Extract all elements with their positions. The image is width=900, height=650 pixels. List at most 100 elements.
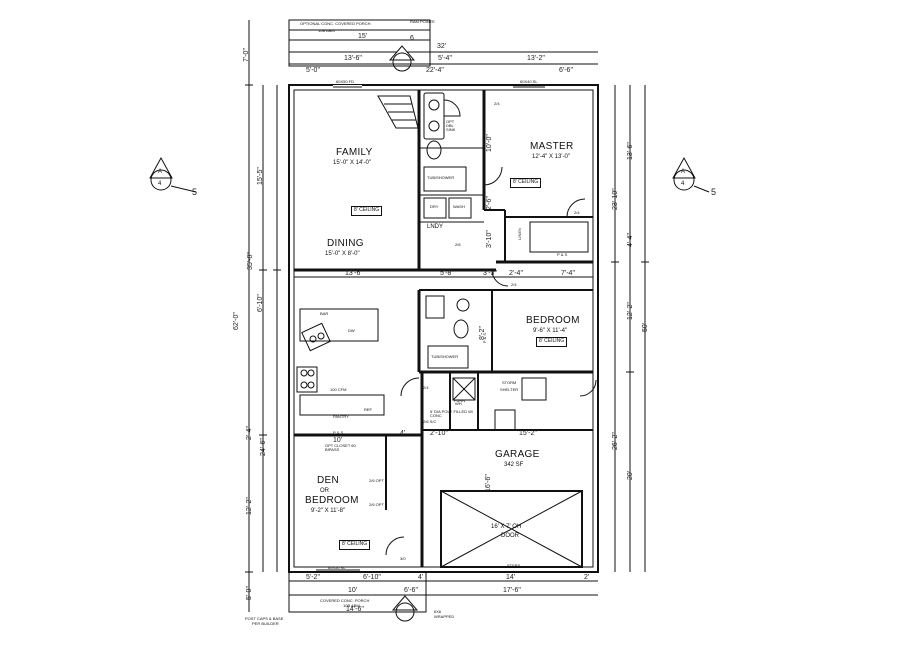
bottom-porch <box>288 571 427 613</box>
garage-door-label: 16' X 7' OH <box>491 524 522 530</box>
dim-mid-l: 2'-6" <box>486 196 493 210</box>
room-dining-size: 15'-0" X 8'-0" <box>325 251 360 257</box>
dim-right-d: 12'-2" <box>627 302 634 320</box>
window-tag-top-left: 60X50 FD <box>336 79 355 84</box>
fixture-linen: LINEN <box>516 228 522 240</box>
dim-left-g: 24'-6" <box>260 438 267 456</box>
dim-left-b: 15'-5" <box>257 167 264 185</box>
room-family: FAMILY <box>336 147 373 158</box>
fixture-cfm: 100 CFM <box>330 387 347 392</box>
section-left-letter: A <box>158 169 163 175</box>
fixture-tub-1: TUB/SHOWER <box>427 175 455 180</box>
fixture-bar: BAR <box>320 311 329 316</box>
room-garage-size: 342 SF <box>504 462 524 468</box>
door-28: 2/6 S/C <box>423 419 437 424</box>
dim-mid-d: 2'-4" <box>509 270 523 277</box>
dim-mid-j: 10'-0" <box>486 134 493 152</box>
section-marker-bottom <box>391 595 419 622</box>
dim-right-e: 50' <box>642 322 649 332</box>
dim-left-c: 35'-8" <box>247 252 254 270</box>
room-pantry: PANTRY <box>333 414 349 419</box>
door-24-b: 2/4 <box>574 210 580 215</box>
garage-steps: STEPS <box>507 563 521 568</box>
dim-right-c: 4'-4" <box>627 233 634 247</box>
fixture-wh: WH <box>455 401 462 406</box>
dim-bottom-i: 6'-6" <box>404 587 418 594</box>
dim-mid-a: 13'-6" <box>345 270 363 277</box>
dim-bottom-d: 14' <box>506 574 516 581</box>
dim-mid-g: 2'-10" <box>430 430 448 437</box>
fixture-opt-sink: OPT DBL SINK <box>446 119 456 132</box>
dim-mid-c: 3'-3" <box>483 270 497 277</box>
bottom-porch-note-1: POST CAPS & BASE <box>245 616 284 621</box>
dim-mid-h: 4' <box>400 430 406 437</box>
fixture-shelf-note: 5' DIA POLE FILLED W/ CONC <box>430 409 473 418</box>
fixture-opt-closet: OPT CLOSET 60 BIPASS <box>325 443 356 452</box>
dim-left-i: 5'-0" <box>246 586 253 600</box>
dim-bottom-b: 6'-10" <box>363 574 381 581</box>
dim-left-h: 12'-2" <box>246 497 253 515</box>
master-ceiling: 8' CEILING <box>510 178 542 188</box>
dim-top-f: 6'-6" <box>559 67 573 74</box>
bottom-porch-note-4: WRAPPED <box>434 614 455 619</box>
door-24-d: 2/4 <box>423 385 429 390</box>
dim-mid-i: 15'-2" <box>519 430 537 437</box>
dim-mid-k: 3'-10" <box>486 230 493 248</box>
room-master-size: 12'-4" X 13'-0" <box>532 154 570 160</box>
exterior-wall-outer <box>288 84 599 573</box>
dim-left-a: 7'-0" <box>243 48 250 62</box>
window-tag-top-right: 60X40 SL <box>520 79 538 84</box>
dim-right-f: 26'-2" <box>612 432 619 450</box>
fixture-ps-2: P & S <box>557 252 568 257</box>
fixture-dw: DW <box>348 328 355 333</box>
bottom-porch-label: COVERED CONC. PORCH <box>320 598 370 603</box>
dim-bottom-g: 17'-6" <box>503 587 521 594</box>
room-den-bedroom: BEDROOM <box>305 495 359 506</box>
bedroom-ceiling: 8' CEILING <box>536 337 568 347</box>
window-tag-bottom: 60X50 SL <box>328 565 346 570</box>
fixture-tub-2: TUB/SHOWER <box>431 354 459 359</box>
door-26: 2/6 <box>455 242 461 247</box>
dim-top-c: 13'-2" <box>527 55 545 62</box>
storm-shelter-1: STORM <box>502 380 517 385</box>
dim-right-g: 20' <box>627 470 634 480</box>
top-porch-width: 15' <box>358 33 368 40</box>
section-right-letter: A <box>681 169 686 175</box>
top-porch-label: OPTIONAL CONC. COVERED PORCH <box>300 21 371 26</box>
top-stair-dim: 32' <box>437 43 447 50</box>
dim-left-d: 62'-0" <box>233 312 240 330</box>
section-marker-right <box>672 156 710 193</box>
room-den-size: 9'-2" X 11'-8" <box>311 508 346 514</box>
garage-door <box>440 490 583 568</box>
bottom-porch-note-3: 6X6 <box>434 609 442 614</box>
dim-bottom-e: 2' <box>584 574 590 581</box>
room-den-or: OR <box>320 488 329 494</box>
bottom-porch-note-2: PER BUILDER <box>252 621 279 626</box>
room-den: DEN <box>317 475 340 486</box>
section-left-side: 5 <box>192 187 198 197</box>
room-lndy: LNDY <box>427 224 444 230</box>
section-right-num: 4 <box>681 181 685 187</box>
room-family-size: 15'-0" X 14'-0" <box>333 160 371 166</box>
fixture-dry: DRY <box>430 204 439 209</box>
door-opt-2: 2/6 OPT <box>369 502 384 507</box>
section-marker-top <box>388 45 416 72</box>
top-porch <box>288 19 431 67</box>
dim-top-d: 5'-0" <box>306 67 320 74</box>
fixture-ps-1: P & S <box>333 430 344 435</box>
dim-left-f: 2'-4" <box>246 426 253 440</box>
dim-mid-e: 7'-4" <box>561 270 575 277</box>
dim-mid-n: 16'-6" <box>485 474 492 492</box>
room-bedroom: BEDROOM <box>526 315 580 326</box>
dim-bottom-a: 5'-2" <box>306 574 320 581</box>
dim-bottom-f: 10' <box>348 587 358 594</box>
dim-mid-b: 5'-8" <box>440 270 454 277</box>
section-right-side: 5 <box>711 187 717 197</box>
dim-bottom-h: 14'-6" <box>346 606 364 613</box>
room-dining: DINING <box>327 238 364 249</box>
top-porch-tag: 10B ABM <box>318 28 335 33</box>
storm-shelter-2: SHELTER <box>500 387 519 392</box>
fixture-furn: FURN <box>454 398 466 403</box>
garage-door-label-2: DOOR <box>501 533 519 539</box>
